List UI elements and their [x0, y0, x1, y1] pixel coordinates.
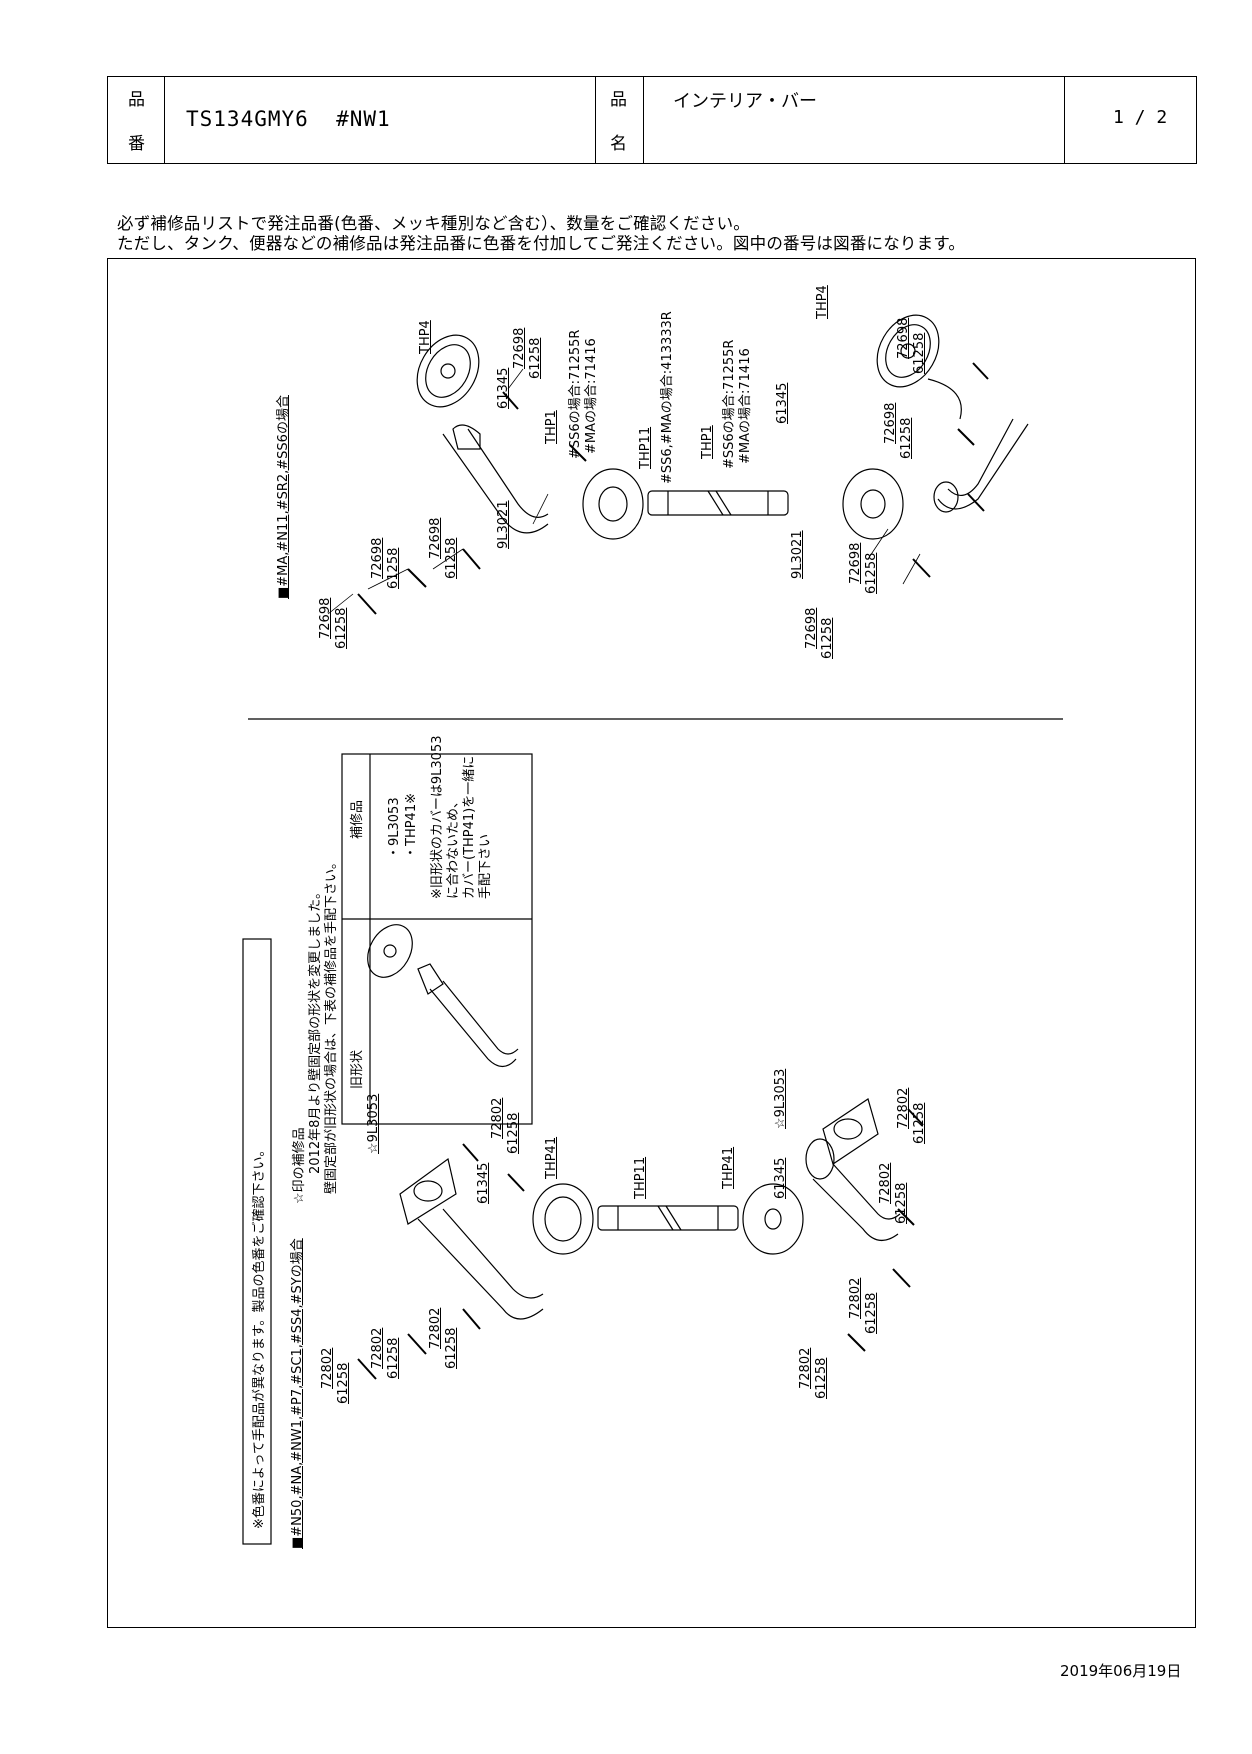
upper-label-61258-g: 61258 [864, 552, 879, 594]
upper-label-thp4-right: THP4 [815, 285, 830, 319]
upper-left-cover-thp1 [582, 468, 644, 540]
lower-label-9l3053-right: ☆9L3053 [773, 1068, 788, 1129]
upper-center-bar-thp11 [647, 490, 789, 516]
upper-label-61258-c: 61258 [444, 537, 459, 579]
upper-label-72698-c: 72698 [428, 517, 443, 559]
lower-label-thp41-left: THP41 [544, 1136, 559, 1179]
lower-center-bar-thp11 [597, 1205, 739, 1231]
upper-right-cover-thp1 [842, 468, 904, 540]
lower-label-thp11: THP11 [633, 1156, 648, 1199]
upper-leader-lines [327, 368, 921, 615]
lower-label-61258-e: 61258 [912, 1102, 927, 1144]
old-shape-table [341, 753, 533, 1125]
note-line-1: 必ず補修品リストで発注品番(色番、メッキ種別など含む）、数量をご確認ください。 [117, 214, 750, 233]
table-remark-4: 手配下さい [478, 833, 493, 899]
lower-label-72802-b: 72802 [370, 1327, 385, 1369]
upper-label-61258-f: 61258 [899, 417, 914, 459]
upper-label-ss6-ma-413333r: #SS6,#MAの場合:413333R [660, 311, 675, 484]
upper-label-61258-b: 61258 [386, 547, 401, 589]
color-note-box [242, 938, 272, 1545]
upper-label-61258-e: 61258 [912, 332, 927, 374]
upper-label-61258-d: 61258 [528, 337, 543, 379]
upper-right-wall-plate [876, 314, 962, 420]
lower-label-61258-f: 61258 [894, 1182, 909, 1224]
lower-left-wall-plate-9l3053 [399, 1157, 457, 1225]
upper-label-9l3021-left: 9L3021 [496, 500, 511, 549]
upper-label-thp1-left: THP1 [544, 410, 559, 444]
lower-right-wall-plate-9l3053 [822, 1098, 879, 1165]
lower-label-61258-b: 61258 [386, 1337, 401, 1379]
part-no-label-2: 番 [128, 134, 145, 154]
lower-label-61258-g: 61258 [864, 1292, 879, 1334]
upper-label-61258-h: 61258 [820, 617, 835, 659]
table-col-repair-parts: 補修品 [350, 799, 365, 839]
part-no-label-1: 品 [128, 90, 145, 110]
upper-label-72698-f: 72698 [883, 402, 898, 444]
upper-label-72698-d: 72698 [512, 327, 527, 369]
page-number: 1 / 2 [1113, 107, 1168, 128]
lower-label-61258-d: 61258 [506, 1112, 521, 1154]
upper-label-72698-g: 72698 [848, 542, 863, 584]
upper-right-bar-bend [933, 418, 1029, 513]
lower-right-cover-thp41 [742, 1183, 804, 1255]
lower-left-cover-thp41 [532, 1183, 594, 1255]
upper-left-bar-bend [442, 424, 549, 534]
upper-label-72698-b: 72698 [370, 537, 385, 579]
upper-label-ma-71416-right: #MAの場合:71416 [738, 348, 753, 464]
color-note: ※色番によって手配品が異なります。製品の色番をご確認下さい。 [252, 1143, 267, 1529]
part-number: TS134GMY6 #NW1 [186, 107, 391, 131]
note-line-2: ただし、タンク、便器などの補修品は発注品番に色番を付加してご発注ください。図中の… [117, 234, 966, 253]
issue-date: 2019年06月19日 [1060, 1662, 1182, 1680]
upper-label-61258-a: 61258 [334, 607, 349, 649]
table-col-old-shape: 旧形状 [350, 1049, 365, 1089]
product-name: インテリア・バー [673, 91, 817, 112]
lower-label-thp41-right: THP41 [721, 1146, 736, 1189]
upper-label-72698-e: 72698 [896, 317, 911, 359]
upper-label-72698-h: 72698 [804, 607, 819, 649]
lower-label-72802-a: 72802 [320, 1347, 335, 1389]
lower-label-72802-h: 72802 [798, 1347, 813, 1389]
upper-label-9l3021-right: 9L3021 [790, 530, 805, 579]
lower-label-9l3053-left: ☆9L3053 [366, 1093, 381, 1154]
upper-section-title: ■#MA,#N11,#SR2,#SS6の場合 [276, 395, 291, 599]
lower-section-title: ■#N50,#NA,#NW1,#P7,#SC1,#SS4,#SYの場合 [290, 1238, 305, 1549]
lower-label-72802-f: 72802 [878, 1162, 893, 1204]
upper-label-72698-a: 72698 [318, 597, 333, 639]
upper-label-61345-right: 61345 [775, 382, 790, 424]
exploded-drawing-frame: ■#MA,#N11,#SR2,#SS6の場合 72698 61258 72698… [107, 258, 1196, 1628]
upper-left-wall-plate [416, 334, 480, 408]
change-note-2: 壁固定部が旧形状の場合は、下表の補修品を手配下さい。 [324, 855, 339, 1194]
product-name-label-2: 名 [610, 134, 627, 154]
upper-label-61345-left: 61345 [496, 367, 511, 409]
lower-label-72802-d: 72802 [490, 1097, 505, 1139]
lower-label-72802-c: 72802 [428, 1307, 443, 1349]
upper-screws [357, 362, 989, 615]
upper-label-thp11: THP11 [638, 426, 653, 469]
product-name-label-1: 品 [610, 90, 627, 110]
lower-right-bar-bend [805, 1138, 901, 1241]
lower-screws [357, 1108, 924, 1380]
upper-label-thp1-right: THP1 [700, 425, 715, 459]
lower-label-61258-c: 61258 [444, 1327, 459, 1369]
exploded-drawing [242, 314, 1063, 1545]
lower-label-61345-left: 61345 [476, 1162, 491, 1204]
lower-label-72802-e: 72802 [896, 1087, 911, 1129]
lower-label-61258-h: 61258 [814, 1357, 829, 1399]
lower-label-61258-a: 61258 [336, 1362, 351, 1404]
lower-label-61345-right: 61345 [773, 1157, 788, 1199]
title-block: 品 番 TS134GMY6 #NW1 品 名 インテリア・バー 1 / 2 [107, 76, 1197, 164]
table-item-thp41: ・THP41※ [404, 793, 419, 859]
lower-left-bar-bend [417, 1208, 544, 1320]
lower-label-72802-g: 72802 [848, 1277, 863, 1319]
upper-label-ma-71416-left: #MAの場合:71416 [584, 338, 599, 454]
upper-label-thp4-left: THP4 [418, 320, 433, 354]
